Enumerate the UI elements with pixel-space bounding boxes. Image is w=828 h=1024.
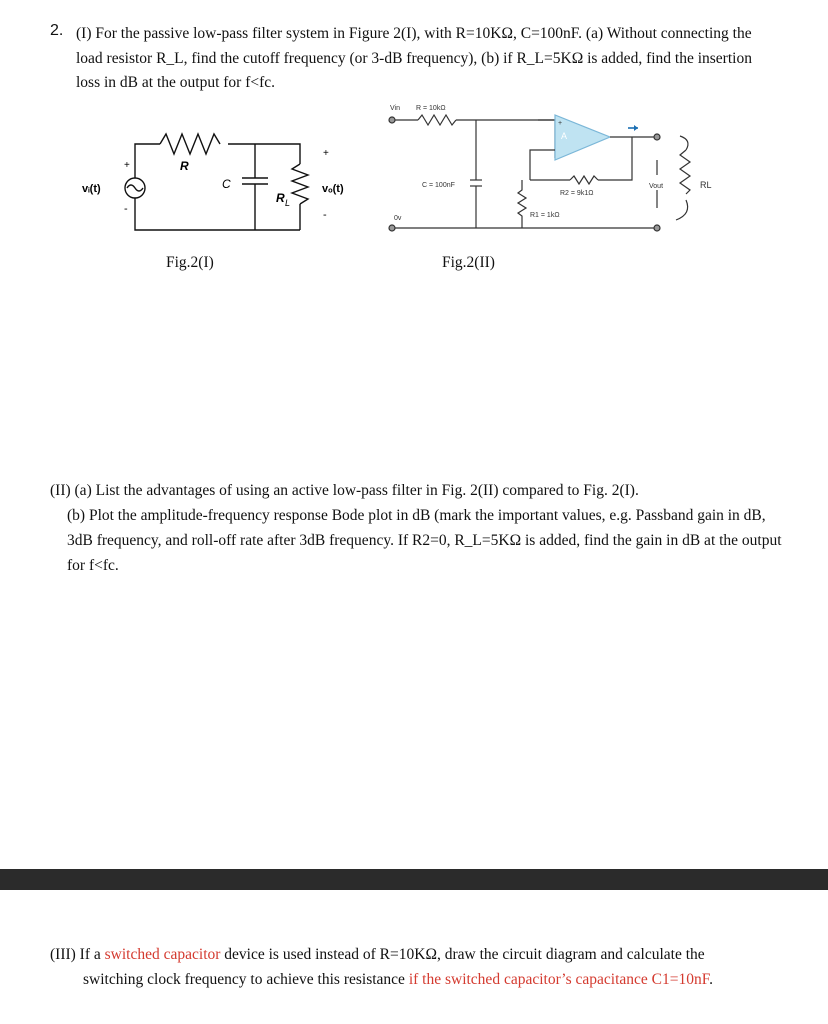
label-rl: RL: [700, 180, 712, 190]
question-number: 2.: [50, 22, 64, 39]
label-vi: vᵢ(t): [82, 183, 101, 195]
opamp-symbol: [554, 114, 612, 161]
label-r: R: [180, 159, 189, 173]
part-1-text: (I) For the passive low-pass filter syst…: [76, 25, 752, 91]
resistor-r-symbol: [159, 132, 221, 156]
part-3-pre: (III) If a: [50, 946, 105, 963]
part-3-highlight-1: switched capacitor: [104, 946, 221, 963]
vin-terminal: [388, 116, 396, 124]
label-vout: Vout: [649, 183, 663, 190]
label-vin: Vin: [390, 105, 400, 112]
source-plus: +: [124, 160, 130, 171]
part-3-line2-pre: switching clock frequency to achieve thi…: [83, 971, 409, 988]
part-3-text: (III) If a switched capacitor device is …: [50, 942, 790, 992]
output-minus: -: [323, 209, 327, 221]
label-r: R = 10kΩ: [416, 105, 446, 112]
label-plus: +: [558, 120, 562, 127]
label-rl-sub: L: [285, 198, 290, 208]
ground-terminal: [388, 224, 396, 232]
label-0v: 0v: [394, 215, 402, 222]
part-2-line-b: (b) Plot the amplitude-frequency respons…: [67, 507, 782, 574]
figure-2-2-circuit: Vin R = 10kΩ C = 100nF 0v + A R2 = 9k1Ω …: [388, 105, 712, 232]
part-3-mid: device is used instead of R=10KΩ, draw t…: [220, 946, 705, 963]
label-rl: R: [276, 191, 285, 205]
label-vo: vₒ(t): [322, 183, 344, 195]
label-c: C = 100nF: [422, 182, 455, 189]
caption-fig-2-1: Fig.2(I): [166, 254, 214, 271]
vout-ground-terminal: [653, 224, 661, 232]
label-r2: R2 = 9k1Ω: [560, 190, 593, 197]
figure-2-1: + - vᵢ(t) R C R L + - vₒ(t): [80, 118, 370, 248]
figure-2-1-circuit: + - vᵢ(t) R C R L + - vₒ(t): [82, 132, 344, 231]
part-2-line-a: (II) (a) List the advantages of using an…: [50, 482, 639, 499]
output-plus: +: [323, 148, 329, 159]
figure-2-2: Vin R = 10kΩ C = 100nF 0v + A R2 = 9k1Ω …: [380, 100, 725, 245]
part-3-highlight-2: if the switched capacitor’s capacitance …: [408, 971, 710, 988]
label-r1: R1 = 1kΩ: [530, 212, 560, 219]
label-c: C: [222, 177, 231, 191]
caption-fig-2-2: Fig.2(II): [442, 254, 495, 271]
resistor-rl-symbol: [678, 149, 692, 195]
part-3-end: .: [709, 971, 713, 988]
part-2-text: (II) (a) List the advantages of using an…: [50, 478, 785, 578]
resistor-r-symbol: [417, 113, 457, 127]
label-amp: A: [561, 131, 567, 141]
resistor-rl-symbol: [290, 163, 310, 205]
source-minus: -: [124, 203, 128, 215]
resistor-r2-symbol: [569, 174, 599, 186]
vout-terminal: [653, 133, 661, 141]
page-divider-bar: [0, 869, 828, 890]
part-3-line-2: switching clock frequency to achieve thi…: [50, 967, 790, 992]
resistor-r1-symbol: [516, 180, 528, 228]
